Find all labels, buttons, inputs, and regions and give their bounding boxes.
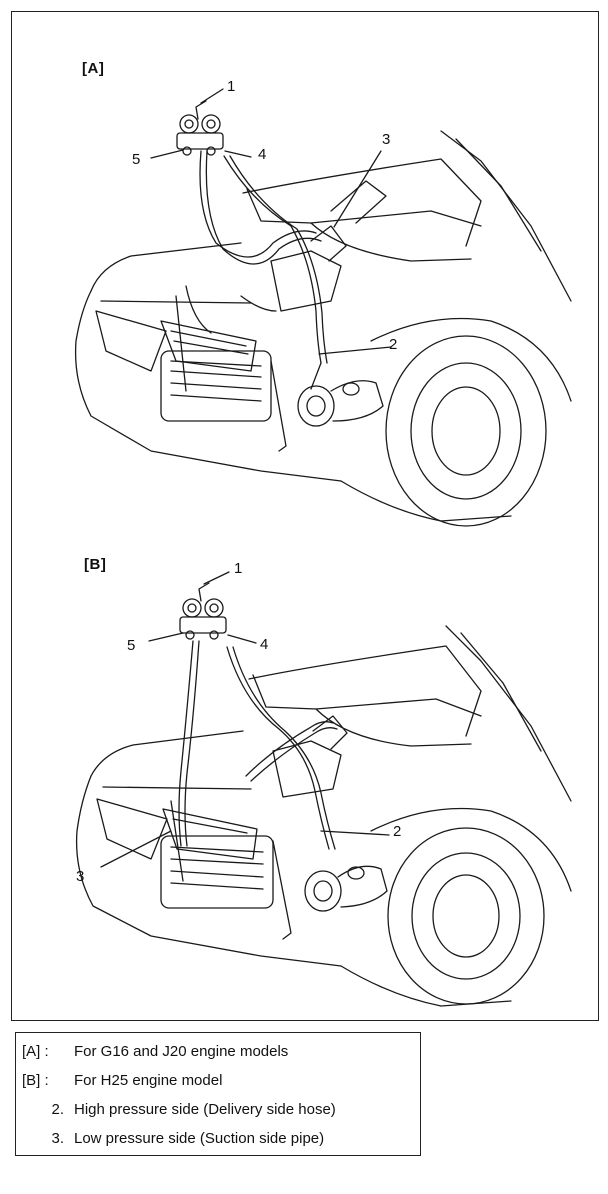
callout-b-4: 4 xyxy=(260,636,269,653)
callout-a-1: 1 xyxy=(227,78,236,95)
legend-text: For G16 and J20 engine models xyxy=(74,1043,289,1060)
legend-key: 3. xyxy=(51,1130,64,1147)
legend-text: High pressure side (Delivery side hose) xyxy=(74,1101,336,1118)
figure-frame xyxy=(11,11,599,1021)
callout-a-4: 4 xyxy=(258,146,267,163)
panel-a-label: [A] xyxy=(82,60,105,77)
callout-a-3: 3 xyxy=(382,131,391,148)
callout-b-5: 5 xyxy=(127,637,136,654)
callout-a-2: 2 xyxy=(389,336,398,353)
legend-box: [A] : For G16 and J20 engine models [B] … xyxy=(15,1032,421,1156)
panel-b-label: [B] xyxy=(84,556,107,573)
legend-row: 2. High pressure side (Delivery side hos… xyxy=(16,1095,420,1124)
legend-row: 3. Low pressure side (Suction side pipe) xyxy=(16,1124,420,1153)
legend-key: [A] : xyxy=(22,1043,49,1060)
panel-a-vehicle xyxy=(74,130,572,527)
callout-a-5: 5 xyxy=(132,151,141,168)
legend-row: [A] : For G16 and J20 engine models xyxy=(16,1037,420,1066)
callout-leaders-a xyxy=(150,88,392,355)
engine-bay-diagram xyxy=(74,88,572,1007)
callout-b-2: 2 xyxy=(393,823,402,840)
panel-b-vehicle xyxy=(75,625,572,1007)
gauge-set-b xyxy=(179,582,227,640)
legend-key: 2. xyxy=(51,1101,64,1118)
callout-b-1: 1 xyxy=(234,560,243,577)
callout-b-3: 3 xyxy=(76,868,85,885)
legend-text: Low pressure side (Suction side pipe) xyxy=(74,1130,325,1147)
legend-text: For H25 engine model xyxy=(74,1072,223,1089)
legend-row: [B] : For H25 engine model xyxy=(16,1066,420,1095)
gauge-set-a xyxy=(176,100,224,156)
callout-leaders-b xyxy=(100,571,390,868)
legend-key: [B] : xyxy=(22,1072,49,1089)
